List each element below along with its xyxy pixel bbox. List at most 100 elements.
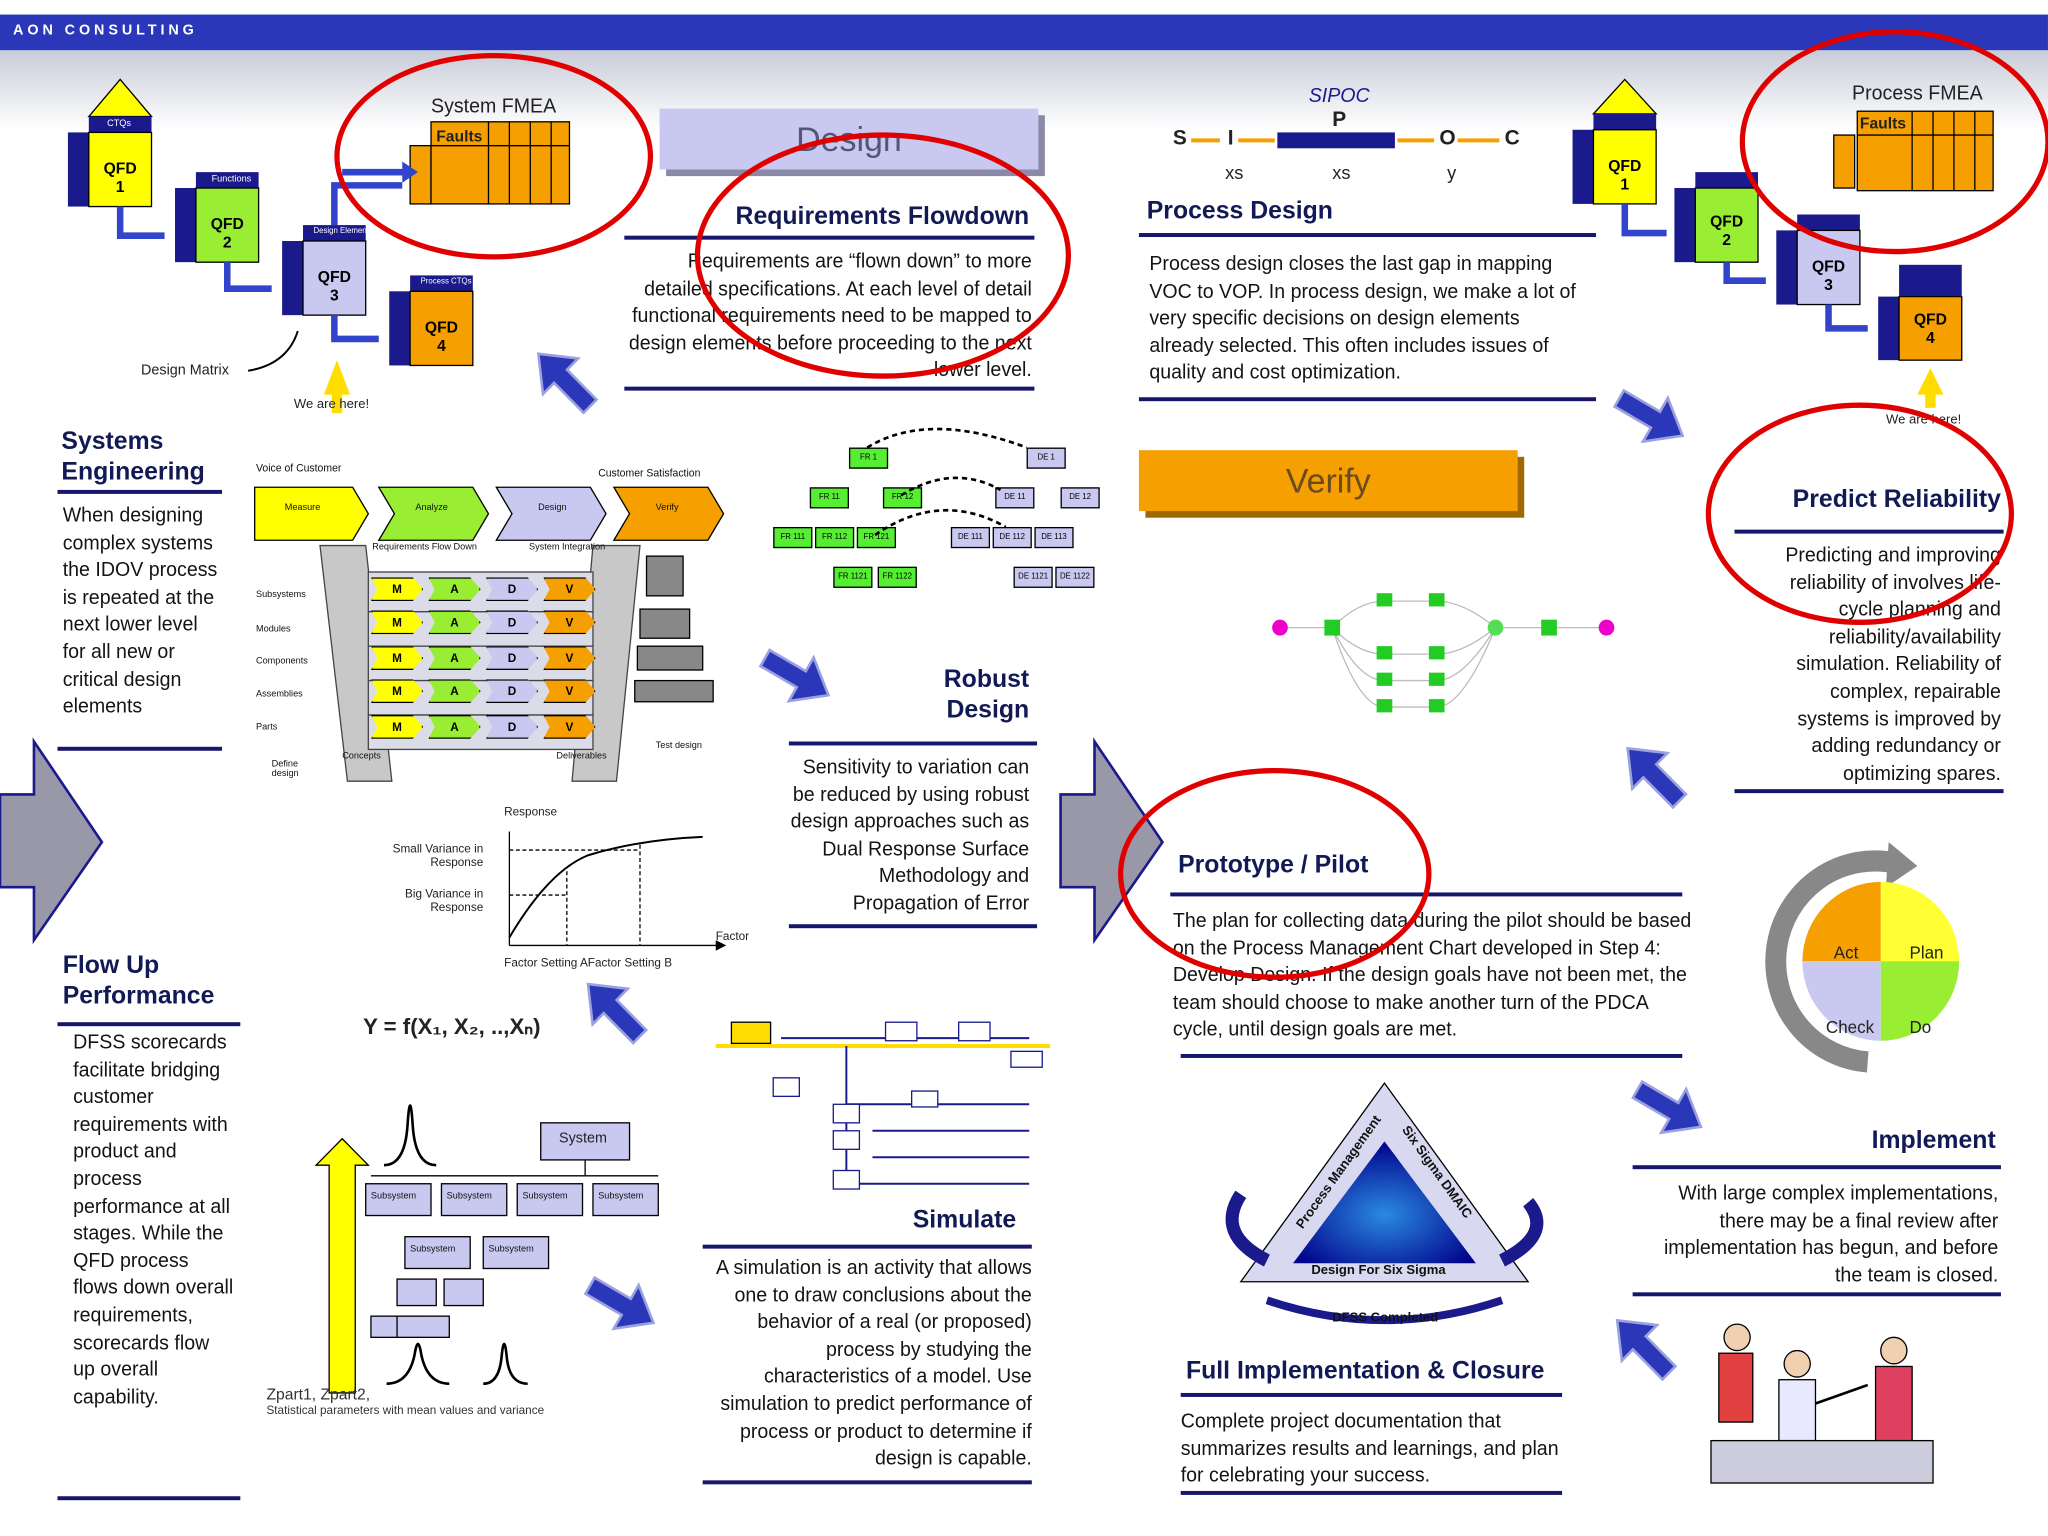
system-tree bbox=[314, 1104, 659, 1394]
celebration-illustration bbox=[1710, 1323, 1934, 1484]
idov-parts-label: Parts bbox=[255, 722, 278, 733]
factor-settings-label: Factor Setting AFactor Setting B bbox=[504, 956, 673, 970]
idov-modules-label: Modules bbox=[255, 624, 291, 635]
qfd1-ctq-bar bbox=[88, 116, 152, 133]
red-oval-system-fmea bbox=[334, 52, 654, 260]
robust-text: Sensitivity to variation can be reduced … bbox=[790, 756, 1030, 915]
small-variance-label: Small Variance in Response bbox=[392, 842, 484, 869]
sim-flow-lines bbox=[781, 1037, 1030, 1185]
implement-text: With large complex implementations, ther… bbox=[1663, 1182, 1999, 1287]
madv-chevron-a-2: A bbox=[428, 610, 481, 635]
response-x-arrowhead bbox=[715, 940, 727, 951]
sipoc-p: P bbox=[1332, 108, 1347, 132]
qfd-diagram-right bbox=[1572, 78, 1963, 408]
qfd2-label: QFD 2 bbox=[210, 214, 244, 252]
tree-node-de12: DE 12 bbox=[1060, 487, 1100, 509]
subsystem-label-6: Subsystem bbox=[488, 1244, 534, 1254]
rqfd1-side-bar bbox=[1572, 129, 1594, 204]
triangle-left-arrow bbox=[1225, 1190, 1270, 1267]
network-node-3 bbox=[1428, 593, 1445, 607]
sim-block-2 bbox=[958, 1021, 991, 1042]
left-big-arrow bbox=[0, 737, 104, 945]
flow-arrow-3 bbox=[586, 982, 649, 1045]
tree-node-fr1121: FR 1121 bbox=[833, 566, 873, 588]
system-connector bbox=[370, 1159, 659, 1177]
requirements-rule-bottom bbox=[624, 386, 1035, 391]
flowup-yellow-arrow bbox=[314, 1137, 370, 1394]
madv-chevron-m-2: M bbox=[370, 610, 424, 635]
flow-arrow-1 bbox=[536, 352, 599, 415]
system-label: System bbox=[559, 1130, 607, 1147]
qfd3-top-bar bbox=[303, 225, 366, 241]
qfd4-process-ctqs-label: Process CTQs bbox=[420, 278, 472, 287]
flowup-text: DFSS scorecards facilitate bridging cust… bbox=[73, 1031, 234, 1409]
madv-chevron-m-5: M bbox=[370, 715, 424, 739]
implement-title: Implement bbox=[1871, 1126, 1996, 1155]
robust-rule-top bbox=[788, 741, 1038, 746]
qfd-arrow-3 bbox=[331, 315, 379, 343]
simulation-model bbox=[715, 1021, 1051, 1190]
tree-node-de113: DE 113 bbox=[1034, 526, 1074, 549]
network-node-10 bbox=[1541, 619, 1557, 636]
triangle-bottom-arrow bbox=[1265, 1296, 1504, 1325]
flowup-rule-top bbox=[57, 1022, 241, 1027]
red-oval-predict bbox=[1705, 402, 2015, 625]
pdca-plan bbox=[1880, 881, 1960, 962]
rqfd-arrow-3 bbox=[1825, 304, 1868, 332]
flowup-bell-curve-left bbox=[386, 1342, 450, 1386]
qfd1-box bbox=[88, 131, 153, 208]
person-3-head bbox=[1880, 1336, 1908, 1365]
system-box bbox=[540, 1122, 631, 1161]
madv-chevron-m-1: M bbox=[370, 577, 424, 602]
network-source-node bbox=[1272, 619, 1288, 636]
madv-chevron-a-5: A bbox=[428, 715, 481, 739]
network-node-7 bbox=[1428, 672, 1445, 686]
qfd4-label: QFD 4 bbox=[424, 317, 459, 355]
header-bar bbox=[0, 14, 2048, 51]
brand-logo: AON CONSULTING bbox=[13, 22, 198, 39]
idov-verify-label: Verify bbox=[655, 503, 679, 513]
tree-node-de1122: DE 1122 bbox=[1055, 566, 1095, 588]
person-2-head bbox=[1783, 1349, 1811, 1378]
madv-chevron-m-4: M bbox=[370, 679, 424, 704]
rqfd4-box bbox=[1898, 295, 1963, 361]
network-node-9 bbox=[1428, 699, 1445, 713]
response-curve bbox=[508, 835, 703, 938]
response-curve-chart bbox=[508, 831, 727, 951]
subsystem-box-6 bbox=[482, 1236, 550, 1270]
sipoc-xs2: xs bbox=[1332, 161, 1351, 183]
tree-node-fr11: FR 11 bbox=[809, 487, 849, 509]
pdca-plan-label: Plan bbox=[1909, 942, 1944, 963]
flow-arrow-6 bbox=[1626, 746, 1688, 810]
sipoc-s: S bbox=[1172, 127, 1187, 150]
idov-design-label: Design bbox=[538, 503, 567, 513]
systems-rule-top bbox=[57, 489, 223, 494]
subsystem-label-4: Subsystem bbox=[598, 1191, 644, 1201]
rqfd2-label: QFD 2 bbox=[1710, 211, 1744, 249]
idov-test-label: Test design bbox=[655, 741, 702, 751]
response-label: Response bbox=[504, 805, 558, 819]
predict-rule-bottom bbox=[1734, 789, 2004, 794]
qfd4-side-bar bbox=[389, 291, 411, 366]
subsystem-box-7 bbox=[396, 1278, 437, 1307]
rqfd-arrow-1 bbox=[1621, 203, 1667, 237]
sim-block-6 bbox=[832, 1169, 861, 1190]
rqfd1-label: QFD 1 bbox=[1608, 156, 1642, 194]
pdca-act bbox=[1802, 881, 1881, 962]
madv-chevron-d-5: D bbox=[485, 715, 539, 739]
full-text: Complete project documentation that summ… bbox=[1180, 1410, 1559, 1488]
sipoc-diagram bbox=[1191, 132, 1500, 149]
implement-rule-top bbox=[1632, 1165, 2001, 1170]
chevron-analyze bbox=[377, 486, 490, 541]
person-1-head bbox=[1723, 1323, 1751, 1352]
idov-subsystems-label: Subsystems bbox=[255, 590, 306, 600]
flowup-bell-curve-top bbox=[383, 1104, 437, 1167]
design-matrix-arrow bbox=[247, 330, 299, 372]
idov-components-label: Components bbox=[255, 656, 308, 667]
sipoc-y: y bbox=[1447, 161, 1457, 183]
we-are-here-arrow bbox=[323, 360, 351, 414]
madv-chevron-a-1: A bbox=[428, 577, 481, 602]
pdca-ring-arrowhead bbox=[1886, 842, 1918, 888]
process-design-title: Process Design bbox=[1146, 197, 1333, 226]
